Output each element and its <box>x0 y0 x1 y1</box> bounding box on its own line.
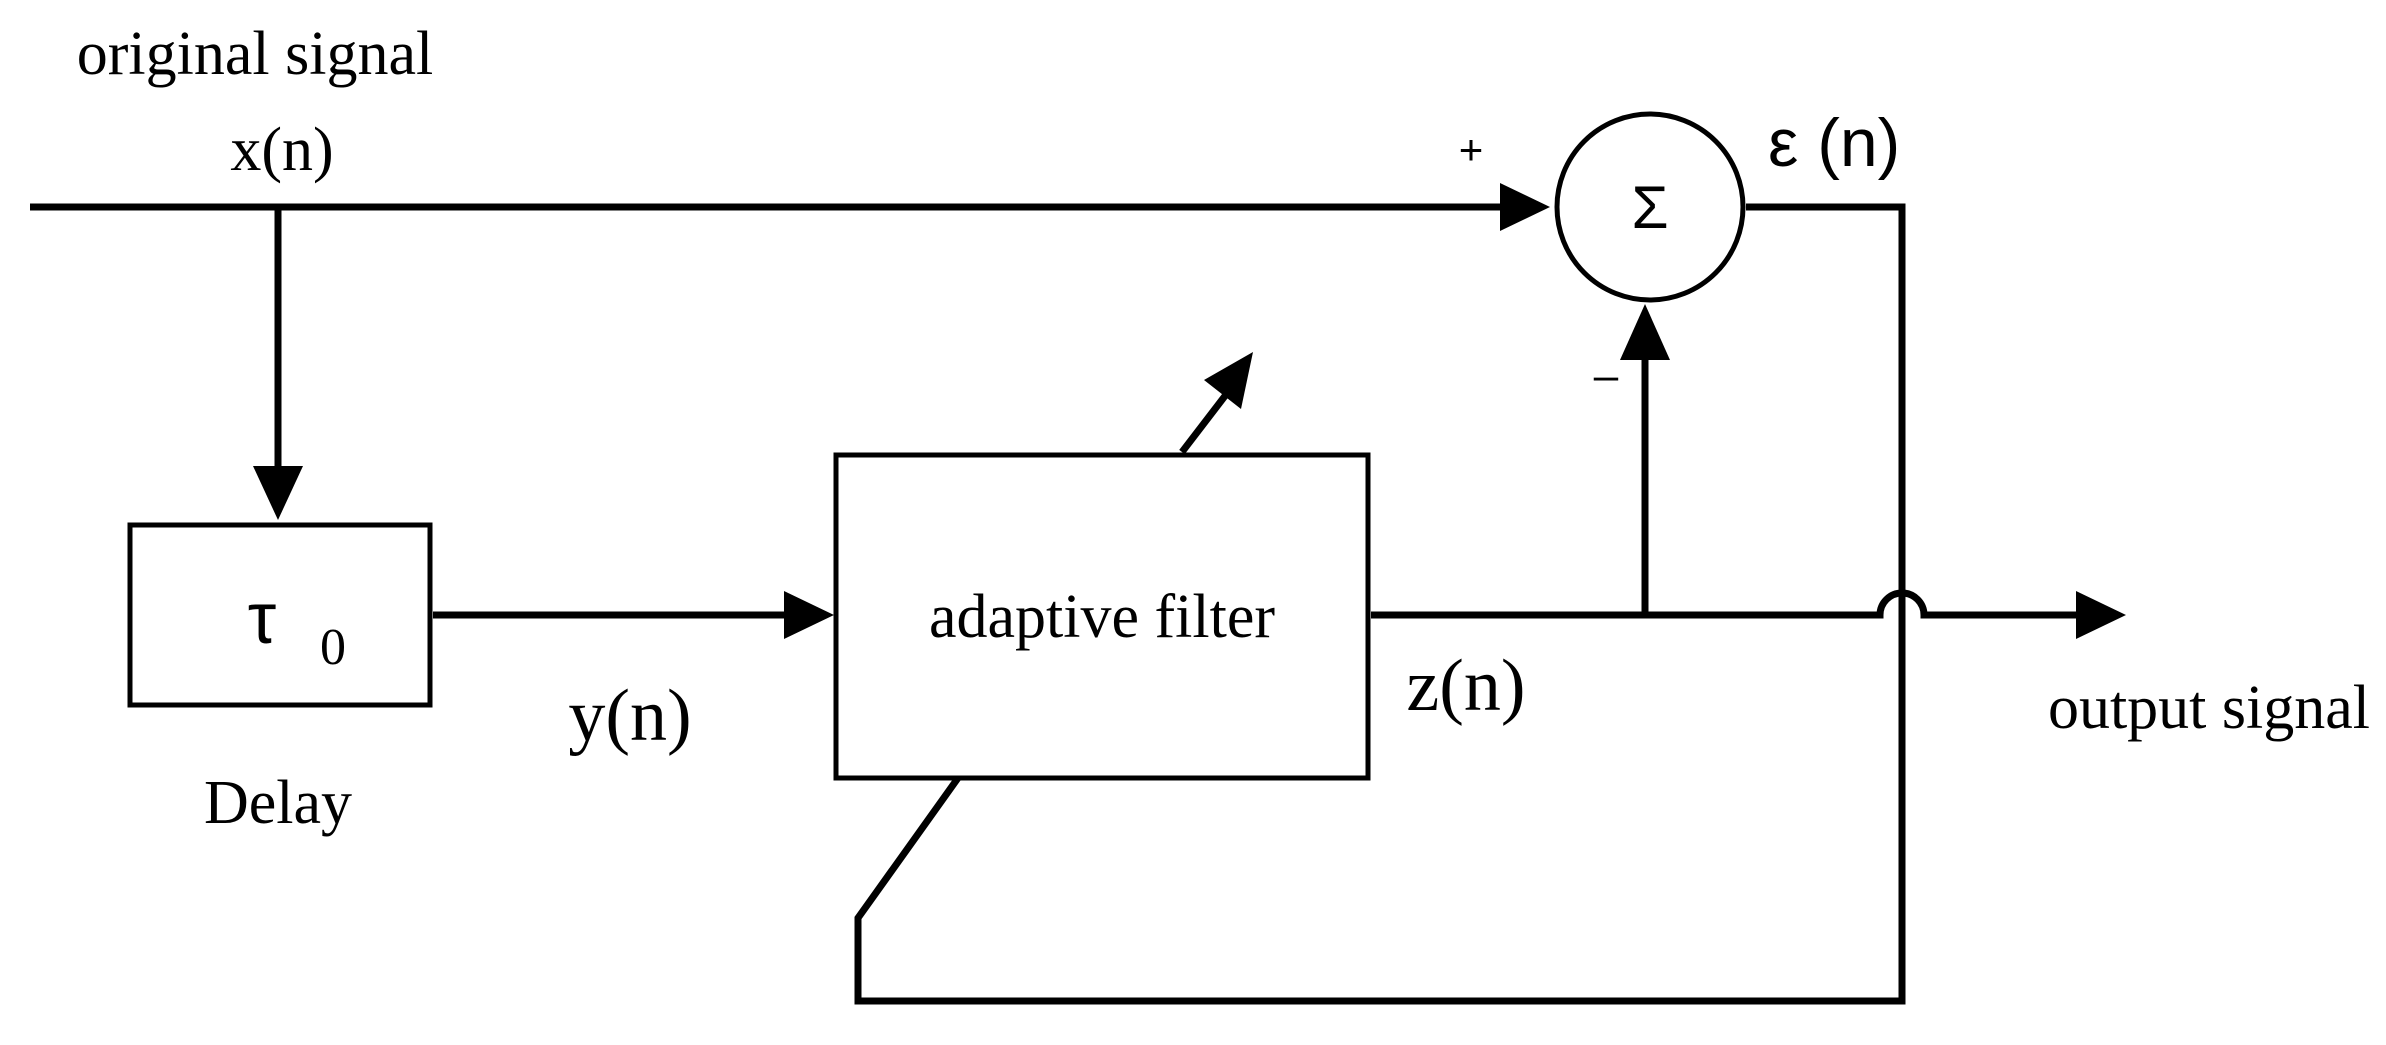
summing-junction <box>1554 111 1746 303</box>
output-arrowhead <box>2076 591 2126 639</box>
sum-symbol: Σ <box>1631 174 1668 241</box>
delayed-signal-label: y(n) <box>568 675 691 757</box>
plus-sign: + <box>1459 126 1484 173</box>
input-title: original signal <box>77 20 433 88</box>
adaptation-arrow-shaft <box>1179 389 1231 455</box>
adaptive-filter-block <box>833 452 1371 781</box>
delay-block <box>127 522 433 708</box>
output-title: output signal <box>2048 674 2370 742</box>
input-signal-label: x(n) <box>230 116 333 184</box>
filter-output-label: z(n) <box>1406 645 1525 727</box>
delay-subscript: 0 <box>320 619 346 676</box>
minus-sign: – <box>1594 351 1619 400</box>
error-feedback-loop <box>854 203 1906 1005</box>
error-signal-label: ε (n) <box>1768 105 1900 181</box>
sum-minus-input-arrowhead <box>1620 304 1670 360</box>
sum-plus-input-arrowhead <box>1500 183 1550 231</box>
delay-symbol: τ <box>248 579 276 659</box>
adaptation-arrowhead <box>1204 352 1253 409</box>
delay-input-arrowhead <box>253 466 303 520</box>
adaptive-filter-label: adaptive filter <box>929 583 1275 651</box>
filter-output-line <box>1371 589 2080 619</box>
delay-caption: Delay <box>204 769 352 837</box>
filter-input-arrowhead <box>784 591 834 639</box>
